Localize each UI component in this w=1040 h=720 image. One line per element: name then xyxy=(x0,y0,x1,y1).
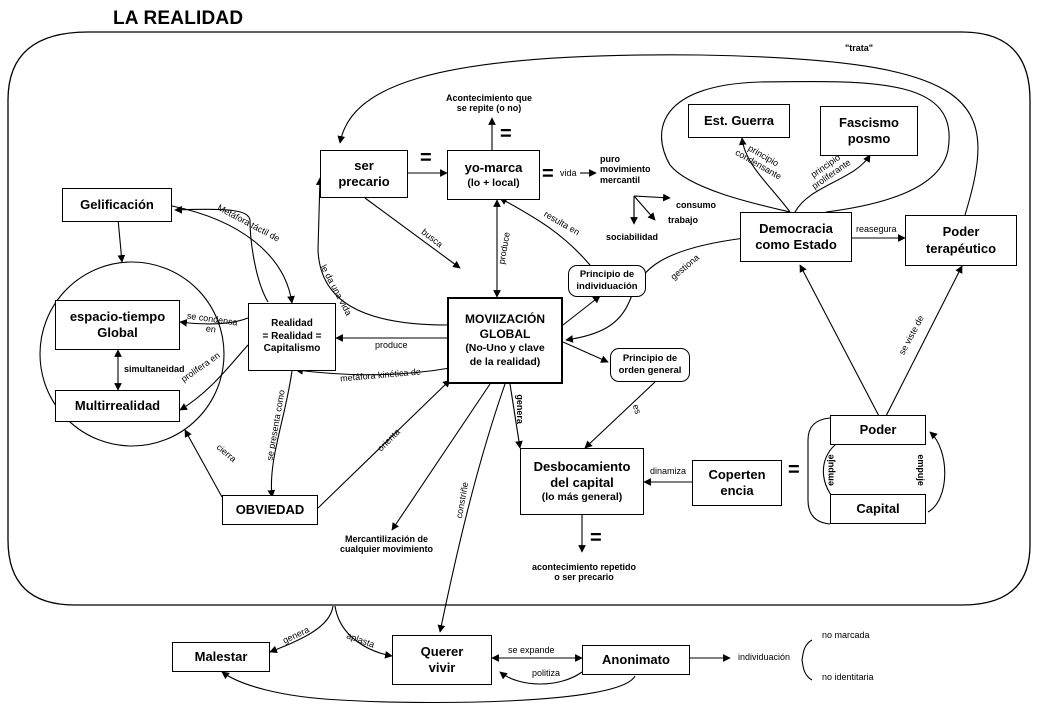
node-capital: Capital xyxy=(830,494,926,524)
label-vida: vida xyxy=(560,168,577,178)
label-dinamiza: dinamiza xyxy=(650,466,687,476)
node-yo-marca: yo-marca(lo + local) xyxy=(447,150,540,200)
node-gelificacion: Gelificación xyxy=(62,188,172,222)
label-empuje-right: empuje xyxy=(915,454,926,486)
spacetime-circle xyxy=(39,261,225,447)
node-obviedad: OBVIEDAD xyxy=(222,495,318,525)
reality-frame xyxy=(7,31,1031,606)
node-malestar: Malestar xyxy=(172,642,270,672)
label-trabajo: trabajo xyxy=(668,215,699,225)
trata-loop xyxy=(337,54,979,216)
label-genera-vertical: genera xyxy=(514,394,525,424)
label-sociabilidad: sociabilidad xyxy=(606,232,659,242)
label-consumo: consumo xyxy=(676,200,717,210)
label-individuacion: individuación xyxy=(738,652,791,662)
label-no-identitaria: no identitaria xyxy=(822,672,874,682)
equals-ser-yo: = xyxy=(420,147,432,169)
democracia-loop xyxy=(661,80,950,213)
equals-copertenencia: = xyxy=(788,459,800,481)
label-politiza: politiza xyxy=(532,668,561,678)
label-no-marcada: no marcada xyxy=(822,630,870,640)
label-empuje-left: empuje xyxy=(825,454,836,486)
equals-yo-vida: = xyxy=(542,163,554,185)
node-multirrealidad: Multirrealidad xyxy=(55,390,180,422)
equals-desbocamiento: = xyxy=(590,527,602,549)
label-simultaneidad: simultaneidad xyxy=(124,364,185,374)
node-poder: Poder xyxy=(830,415,926,445)
label-se-expande: se expande xyxy=(508,645,555,655)
label-reasegura: reasegura xyxy=(856,224,897,234)
equals-acontecimiento: = xyxy=(500,123,512,145)
node-anonimato: Anonimato xyxy=(582,645,690,675)
label-trata: "trata" xyxy=(845,43,874,53)
node-est-guerra: Est. Guerra xyxy=(688,104,790,138)
label-produce-left: produce xyxy=(375,340,408,350)
node-realidad: Realidad= Realidad =Capitalismo xyxy=(248,303,336,371)
diagram-title: LA REALIDAD xyxy=(113,8,244,29)
